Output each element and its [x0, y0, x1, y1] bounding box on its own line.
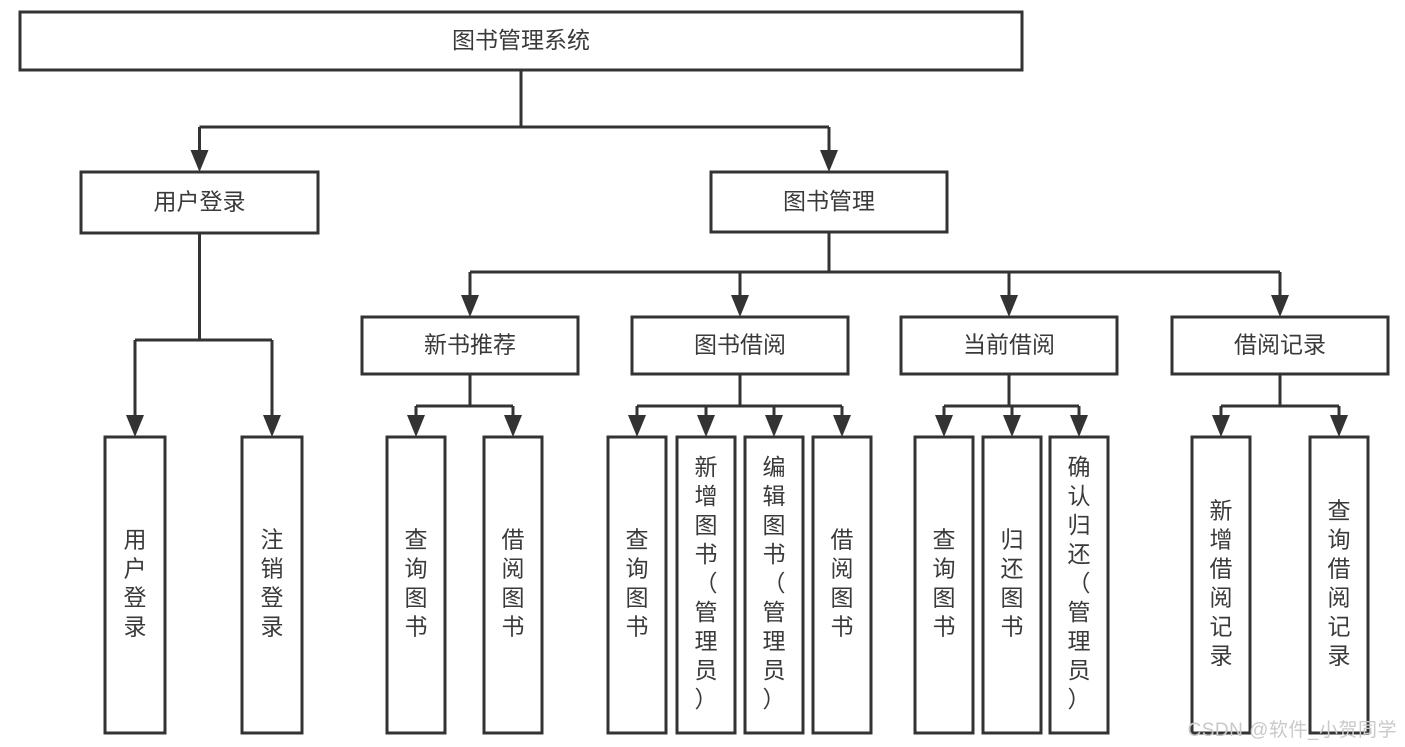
node-borrow-record[interactable]: 借阅记录 [1170, 315, 1390, 376]
arrow-head-icon [126, 415, 144, 437]
node-label-leaf-query-book-recommend: 查询图书 [405, 527, 428, 640]
node-label-leaf-user-logout: 注销登录 [261, 527, 284, 640]
arrow-head-icon [731, 295, 749, 317]
arrow-head-icon [765, 415, 783, 437]
node-leaf-borrow-book-recommend[interactable]: 借阅图书 [482, 435, 544, 735]
node-leaf-user-logout[interactable]: 注销登录 [240, 435, 304, 735]
node-box-leaf-user-login [103, 435, 167, 735]
node-leaf-add-borrow-record[interactable]: 新增借阅记录 [1190, 435, 1252, 735]
arrow-head-icon [190, 150, 209, 172]
node-leaf-return-book[interactable]: 归还图书 [981, 435, 1043, 735]
arrow-head-icon [1000, 295, 1018, 317]
node-label-leaf-add-borrow-record: 新增借阅记录 [1210, 498, 1233, 669]
arrow-head-icon [628, 415, 646, 437]
node-label-leaf-query-borrow-record: 查询借阅记录 [1328, 498, 1351, 669]
connector-layer [126, 70, 1348, 437]
node-label-leaf-confirm-return: 确认归还（管理员） [1068, 454, 1091, 712]
node-leaf-query-book-current[interactable]: 查询图书 [913, 435, 975, 735]
watermark-label: CSDN @软件_小贺同学 [1187, 720, 1397, 741]
node-label-leaf-return-book: 归还图书 [1001, 527, 1024, 640]
node-current-borrow[interactable]: 当前借阅 [899, 315, 1119, 376]
arrow-head-icon [1212, 415, 1230, 437]
node-label-user-login: 用户登录 [154, 189, 246, 215]
node-label-leaf-borrow-book-recommend: 借阅图书 [502, 527, 525, 640]
node-layer: 图书管理系统用户登录图书管理新书推荐图书借阅当前借阅借阅记录用户登录注销登录查询… [18, 10, 1390, 735]
arrow-head-icon [1070, 415, 1088, 437]
node-box-root [18, 10, 1024, 72]
node-box-borrow-record [1170, 315, 1390, 376]
arrow-head-icon [833, 415, 851, 437]
node-box-leaf-query-borrow-record [1308, 435, 1370, 735]
node-book-manage[interactable]: 图书管理 [709, 170, 949, 234]
arrow-head-icon [1003, 415, 1021, 437]
node-leaf-borrow-book[interactable]: 借阅图书 [811, 435, 873, 735]
node-new-book-recommend[interactable]: 新书推荐 [360, 315, 580, 376]
arrow-head-icon [1271, 295, 1289, 317]
node-leaf-query-book-borrow[interactable]: 查询图书 [606, 435, 668, 735]
node-box-leaf-add-borrow-record [1190, 435, 1252, 735]
arrow-head-icon [820, 150, 838, 172]
node-label-leaf-query-book-borrow: 查询图书 [626, 527, 649, 640]
node-box-leaf-edit-book [743, 435, 805, 735]
node-box-leaf-query-book-recommend [385, 435, 447, 735]
node-box-book-borrow [630, 315, 850, 376]
arrow-head-icon [697, 415, 715, 437]
node-leaf-edit-book[interactable]: 编辑图书（管理员） [743, 435, 805, 735]
node-box-leaf-user-logout [240, 435, 304, 735]
node-label-leaf-add-book: 新增图书（管理员） [695, 454, 718, 712]
node-box-leaf-add-book [675, 435, 737, 735]
node-box-book-manage [709, 170, 949, 234]
node-leaf-query-borrow-record[interactable]: 查询借阅记录 [1308, 435, 1370, 735]
node-label-current-borrow: 当前借阅 [963, 332, 1055, 358]
node-box-leaf-query-book-current [913, 435, 975, 735]
node-box-leaf-confirm-return [1048, 435, 1110, 735]
node-label-leaf-edit-book: 编辑图书（管理员） [763, 454, 786, 712]
node-label-borrow-record: 借阅记录 [1234, 332, 1326, 358]
node-box-leaf-borrow-book-recommend [482, 435, 544, 735]
node-label-leaf-user-login: 用户登录 [124, 527, 147, 640]
node-leaf-user-login[interactable]: 用户登录 [103, 435, 167, 735]
node-book-borrow[interactable]: 图书借阅 [630, 315, 850, 376]
node-label-new-book-recommend: 新书推荐 [424, 332, 516, 358]
node-box-user-login [79, 170, 320, 235]
arrow-head-icon [407, 415, 425, 437]
node-box-current-borrow [899, 315, 1119, 376]
node-leaf-confirm-return[interactable]: 确认归还（管理员） [1048, 435, 1110, 735]
node-label-leaf-borrow-book: 借阅图书 [831, 527, 854, 640]
node-root[interactable]: 图书管理系统 [18, 10, 1024, 72]
node-label-root: 图书管理系统 [452, 27, 590, 53]
node-box-leaf-query-book-borrow [606, 435, 668, 735]
node-box-leaf-return-book [981, 435, 1043, 735]
arrow-head-icon [935, 415, 953, 437]
node-leaf-add-book[interactable]: 新增图书（管理员） [675, 435, 737, 735]
node-label-book-manage: 图书管理 [783, 188, 875, 214]
node-label-leaf-query-book-current: 查询图书 [933, 527, 956, 640]
node-box-new-book-recommend [360, 315, 580, 376]
arrow-head-icon [263, 415, 281, 437]
arrow-head-icon [461, 295, 479, 317]
arrow-head-icon [504, 415, 522, 437]
node-label-book-borrow: 图书借阅 [694, 332, 786, 358]
node-box-leaf-borrow-book [811, 435, 873, 735]
arrow-head-icon [1330, 415, 1348, 437]
node-user-login[interactable]: 用户登录 [79, 170, 320, 235]
node-leaf-query-book-recommend[interactable]: 查询图书 [385, 435, 447, 735]
